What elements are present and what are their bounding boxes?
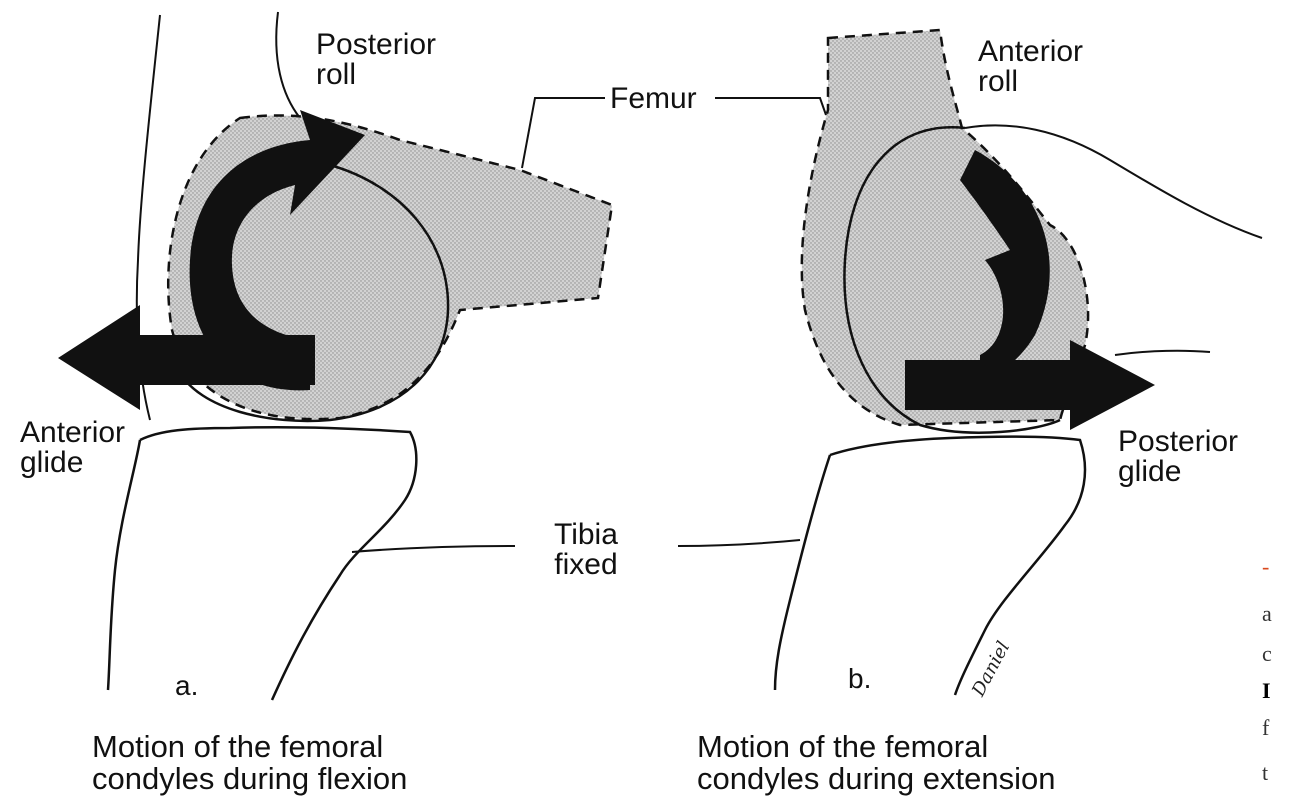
tibia-leader-line-b bbox=[678, 540, 800, 546]
anterior-glide-line2: glide bbox=[20, 448, 125, 478]
panel-a-caption-line1: Motion of the femoral bbox=[92, 731, 407, 763]
posterior-roll-line1: Posterior bbox=[316, 30, 436, 60]
anterior-glide-label: Anterior glide bbox=[20, 418, 125, 478]
edge-glyph-3: c bbox=[1262, 643, 1272, 665]
tibia-b bbox=[775, 437, 1085, 695]
edge-glyph-2: a bbox=[1262, 603, 1272, 625]
panel-a-caption: Motion of the femoral condyles during fl… bbox=[92, 731, 407, 795]
posterior-roll-line2: roll bbox=[316, 60, 436, 90]
edge-glyph-6: t bbox=[1262, 762, 1268, 784]
tibia-a bbox=[108, 427, 416, 700]
anterior-roll-line1: Anterior bbox=[978, 37, 1083, 67]
femur-label-text: Femur bbox=[610, 82, 697, 115]
panel-b-caption: Motion of the femoral condyles during ex… bbox=[697, 731, 1055, 795]
tibia-fixed-line2: fixed bbox=[554, 550, 618, 580]
posterior-soft-tissue-line-a bbox=[276, 12, 300, 118]
femur-leader-line-a bbox=[522, 98, 605, 168]
edge-glyph-1: - bbox=[1262, 556, 1269, 578]
tibia-leader-line-a bbox=[352, 546, 515, 552]
anterior-roll-label: Anterior roll bbox=[978, 37, 1083, 97]
panel-a-marker: a. bbox=[175, 672, 198, 700]
anterior-roll-line2: roll bbox=[978, 67, 1083, 97]
tibia-fixed-label: Tibia fixed bbox=[554, 520, 618, 580]
panel-b-extension bbox=[678, 30, 1262, 695]
panel-a-flexion bbox=[58, 12, 612, 700]
posterior-roll-label: Posterior roll bbox=[316, 30, 436, 90]
posterior-glide-label: Posterior glide bbox=[1118, 427, 1238, 487]
tibia-fixed-line1: Tibia bbox=[554, 520, 618, 550]
edge-glyph-4: I bbox=[1262, 680, 1271, 702]
panel-a-caption-line2: condyles during flexion bbox=[92, 763, 407, 795]
femur-label: Femur bbox=[610, 84, 697, 114]
anterior-glide-line1: Anterior bbox=[20, 418, 125, 448]
panel-b-caption-line1: Motion of the femoral bbox=[697, 731, 1055, 763]
posterior-glide-line1: Posterior bbox=[1118, 427, 1238, 457]
anterior-soft-tissue-line-b2 bbox=[1115, 351, 1210, 355]
panel-b-caption-line2: condyles during extension bbox=[697, 763, 1055, 795]
panel-b-marker: b. bbox=[848, 665, 871, 693]
femur-leader-line-b bbox=[715, 98, 826, 115]
posterior-glide-line2: glide bbox=[1118, 457, 1238, 487]
edge-glyph-5: f bbox=[1262, 717, 1269, 739]
